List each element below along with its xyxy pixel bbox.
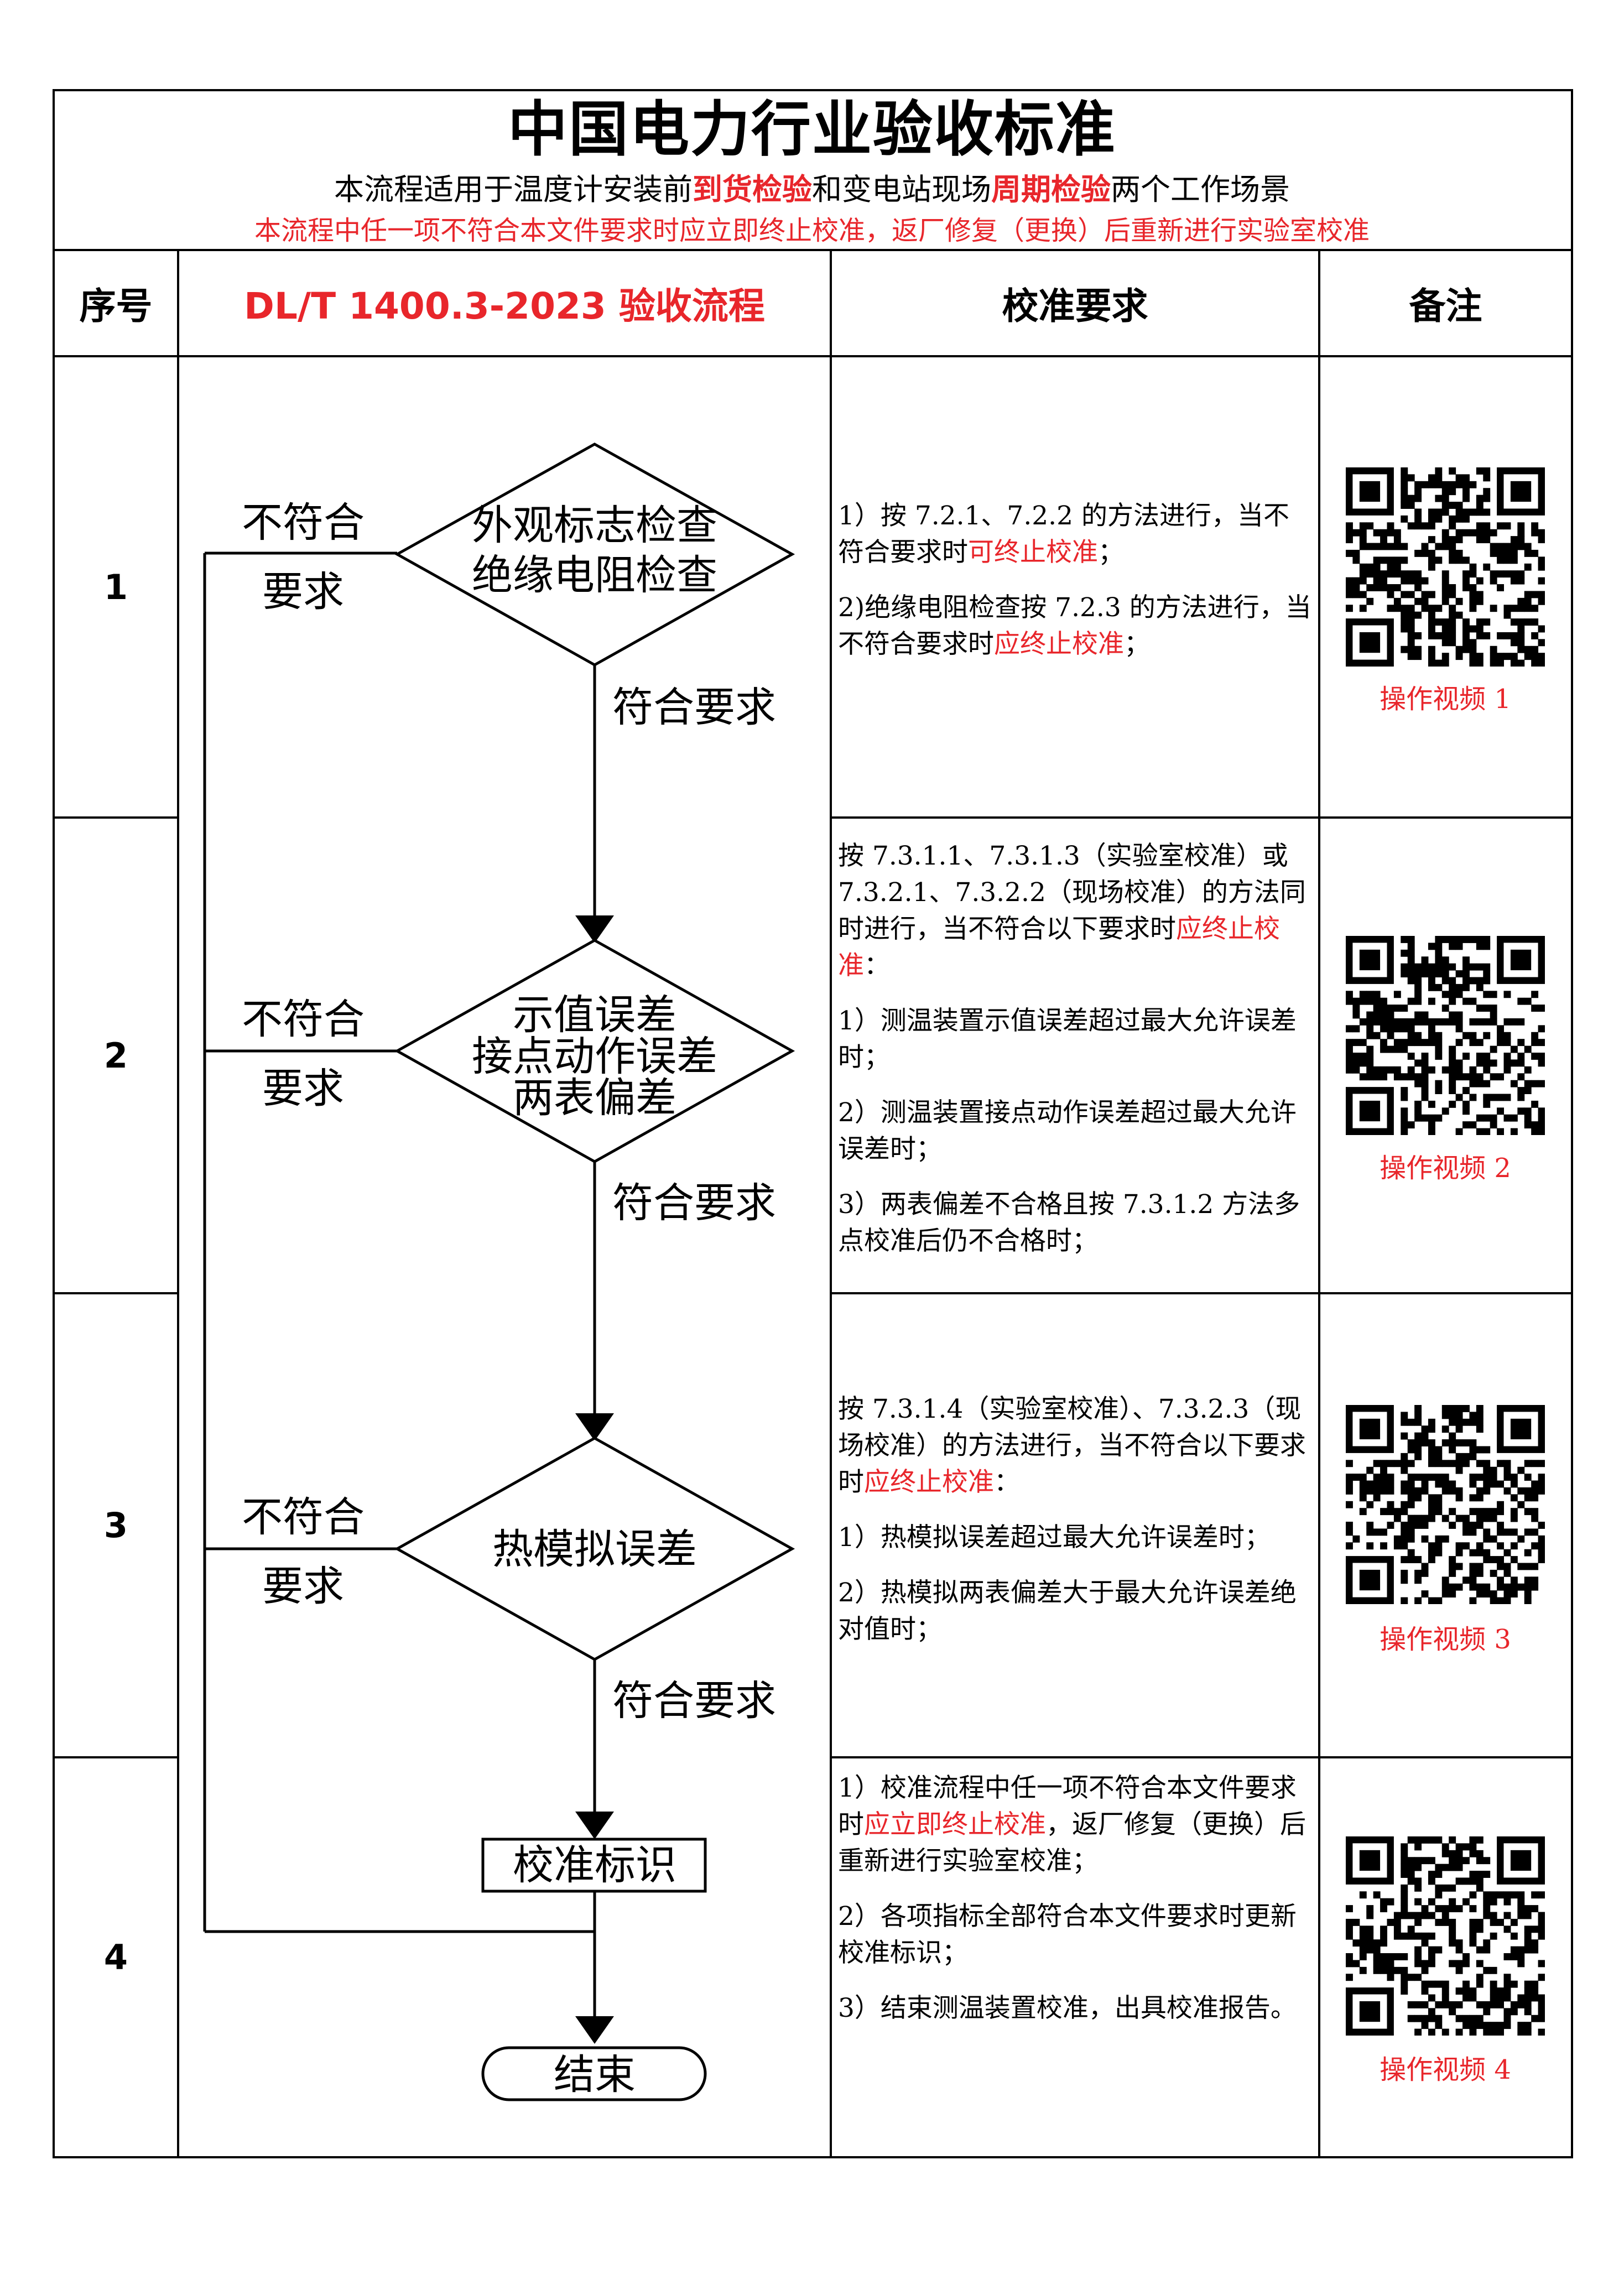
notice: 本流程中任一项不符合本文件要求时应立即终止校准，返厂修复（更换）后重新进行实验室…: [254, 215, 1370, 246]
row-number-3: 3: [103, 1505, 128, 1545]
requirement-item: 2）热模拟两表偏差大于最大允许误差绝对值时；: [838, 1578, 1297, 1644]
requirement-item: 1）校准流程中任一项不符合本文件要求时应立即终止校准，返厂修复（更换）后重新进行…: [838, 1773, 1306, 1876]
subtitle-highlight: 周期检验: [991, 172, 1111, 207]
col-header-number: 序号: [79, 285, 153, 327]
subtitle-part: 两个工作场景: [1111, 172, 1290, 207]
qr-code-video-1[interactable]: [1346, 467, 1545, 667]
requirements-1: 1）按 7.2.1、7.2.2 的方法进行，当不符合要求时可终止校准； 2)绝缘…: [838, 498, 1314, 681]
step1-text-line1: 外观标志检查: [472, 502, 717, 549]
row-number-4: 4: [103, 1937, 128, 1977]
step4-text: 校准标识: [513, 1841, 676, 1889]
fail-label-3-line1: 不符合: [242, 1493, 365, 1541]
qr-code-video-3[interactable]: [1346, 1405, 1545, 1605]
subtitle-highlight: 到货检验: [693, 172, 812, 207]
subtitle-part: 本流程适用于温度计安装前: [334, 172, 693, 207]
fail-label-3-line2: 要求: [262, 1563, 344, 1610]
terminal-end: [481, 2046, 707, 2101]
video-link-4[interactable]: 操作视频 4: [1380, 2054, 1511, 2085]
requirement-item: 2）各项指标全部符合本文件要求时更新校准标识；: [838, 1901, 1297, 1968]
qr-code-icon: [1346, 1405, 1545, 1605]
end-text: 结束: [554, 2051, 636, 2099]
page-title: 中国电力行业验收标准: [507, 95, 1116, 164]
col-header-remarks: 备注: [1409, 285, 1482, 327]
requirements-2: 按 7.3.1.1、7.3.1.3（实验室校准）或 7.3.2.1、7.3.2.…: [838, 838, 1314, 1278]
requirement-item: 按 7.3.1.4（实验室校准）、7.3.2.3（现场校准）的方法进行，当不符合…: [838, 1394, 1306, 1497]
requirement-item: 2)绝缘电阻检查按 7.2.3 的方法进行，当不符合要求时应终止校准；: [838, 592, 1311, 659]
qr-code-icon: [1346, 936, 1545, 1136]
col-header-flow: DL/T 1400.3-2023 验收流程: [244, 285, 765, 327]
step1-text-line2: 绝缘电阻检查: [472, 551, 717, 599]
qr-code-icon: [1346, 467, 1545, 667]
requirements-3: 按 7.3.1.4（实验室校准）、7.3.2.3（现场校准）的方法进行，当不符合…: [838, 1391, 1314, 1667]
pass-label-3: 符合要求: [612, 1677, 776, 1725]
step2-text-line2: 接点动作误差: [472, 1033, 717, 1080]
qr-code-video-2[interactable]: [1346, 936, 1545, 1136]
row-number-2: 2: [103, 1035, 128, 1076]
fail-label-2-line1: 不符合: [242, 996, 365, 1043]
pass-label-2: 符合要求: [612, 1179, 776, 1227]
step3-text: 热模拟误差: [492, 1526, 697, 1573]
decision-diamond-3: [394, 1437, 795, 1661]
video-link-3[interactable]: 操作视频 3: [1380, 1624, 1511, 1655]
video-link-1[interactable]: 操作视频 1: [1380, 684, 1511, 715]
col-header-requirements: 校准要求: [1002, 285, 1148, 327]
fail-label-1-line2: 要求: [262, 568, 344, 616]
requirement-item: 3）结束测温装置校准，出具校准报告。: [838, 1993, 1297, 2023]
video-link-2[interactable]: 操作视频 2: [1380, 1153, 1511, 1184]
qr-code-icon: [1346, 1836, 1545, 2036]
step2-text-line3: 两表偏差: [513, 1074, 676, 1122]
subtitle: 本流程适用于温度计安装前到货检验和变电站现场周期检验两个工作场景: [55, 169, 1569, 211]
qr-code-video-4[interactable]: [1346, 1836, 1545, 2036]
step2-text-line1: 示值误差: [513, 991, 676, 1039]
fail-label-1-line1: 不符合: [242, 499, 365, 547]
decision-diamond-2: [394, 939, 795, 1163]
subtitle-part: 和变电站现场: [812, 172, 991, 207]
requirement-item: 3）两表偏差不合格且按 7.3.1.2 方法多点校准后仍不合格时；: [838, 1189, 1300, 1256]
requirement-item: 2）测温装置接点动作误差超过最大允许误差时；: [838, 1097, 1297, 1164]
pass-label-1: 符合要求: [612, 684, 776, 731]
requirement-item: 按 7.3.1.1、7.3.1.3（实验室校准）或 7.3.2.1、7.3.2.…: [838, 841, 1306, 981]
requirements-4: 1）校准流程中任一项不符合本文件要求时应立即终止校准，返厂修复（更换）后重新进行…: [838, 1770, 1314, 2046]
fail-label-2-line2: 要求: [262, 1065, 344, 1112]
process-box-calibration-label: [481, 1838, 707, 1893]
requirement-item: 1）测温装置示值误差超过最大允许误差时；: [838, 1006, 1297, 1073]
requirement-item: 1）按 7.2.1、7.2.2 的方法进行，当不符合要求时可终止校准；: [838, 501, 1289, 568]
requirement-item: 1）热模拟误差超过最大允许误差时；: [838, 1522, 1271, 1553]
row-number-1: 1: [103, 566, 128, 607]
decision-diamond-1: [394, 443, 795, 667]
